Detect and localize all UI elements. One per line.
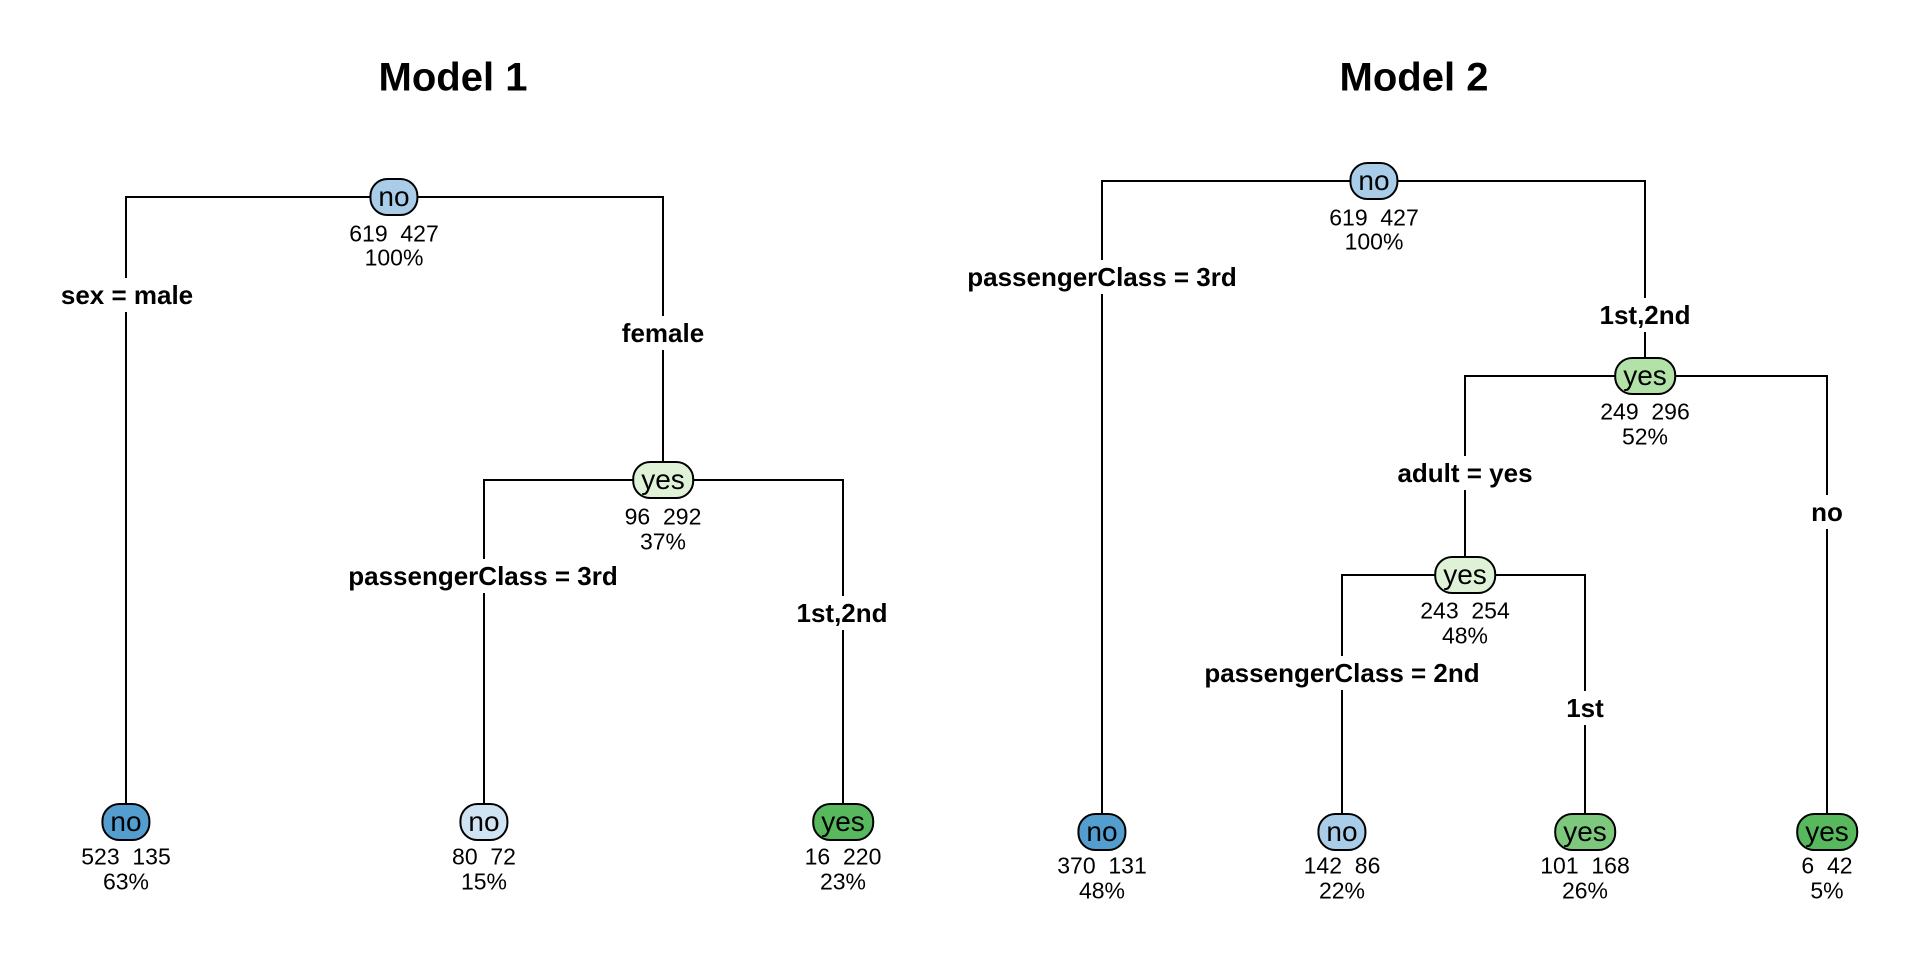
model2-internal-node-1st2nd-label: yes [1623, 360, 1667, 391]
model1-internal-node-percent: 37% [639, 528, 687, 555]
model1-leaf-female-1st2nd-percent: 23% [819, 868, 867, 895]
model1-leaf-female-1st2nd-label: yes [821, 806, 865, 837]
model2-root-node-counts: 619 427 [1329, 204, 1419, 231]
model2-split-label-class-2nd: passengerClass = 2nd [1196, 656, 1488, 690]
model1-root-node-counts: 619 427 [349, 220, 439, 247]
model1-leaf-male-label: no [110, 806, 142, 837]
model2-root-node-percent: 100% [1344, 228, 1404, 255]
model1-leaf-female-3rd-label: no [468, 806, 500, 837]
model1-internal-node-counts: 96 292 [624, 503, 702, 530]
model1-branches [125, 196, 844, 806]
model1-root-node-percent: 100% [364, 244, 424, 271]
model2-root-node-label: no [1358, 165, 1390, 196]
model1-internal-node: yes [632, 461, 694, 499]
model1-root-node-label: no [378, 181, 410, 212]
model1-internal-node-label: yes [641, 464, 685, 495]
model2-leaf-3rd-percent: 48% [1078, 877, 1126, 904]
model2-leaf-child-percent: 5% [1810, 877, 1844, 904]
model2-split-label-class-3rd: passengerClass = 3rd [959, 260, 1245, 294]
model2-leaf-1st-adult-label: yes [1563, 816, 1607, 847]
model2-internal-node-1st2nd-counts: 249 296 [1600, 398, 1690, 425]
model2-leaf-1st-adult-counts: 101 168 [1540, 852, 1630, 879]
model1-leaf-female-3rd: no [459, 803, 509, 841]
model2-internal-node-adult-counts: 243 254 [1420, 597, 1510, 624]
model2-internal-node-1st2nd-percent: 52% [1621, 423, 1669, 450]
model1-root-node: no [369, 178, 419, 216]
model2-root-node: no [1349, 162, 1399, 200]
model2-split-label-class-1st: 1st [1558, 691, 1612, 725]
model1-split-label-female: female [613, 316, 713, 350]
model1-leaf-female-1st2nd: yes [812, 803, 874, 841]
model2-internal-node-adult-percent: 48% [1441, 622, 1489, 649]
model2-leaf-child: yes [1796, 813, 1858, 851]
model2-split-label-class-1st2nd: 1st,2nd [1591, 298, 1699, 332]
model1-split-label-class-1st2nd: 1st,2nd [788, 596, 896, 630]
model2-leaf-3rd: no [1077, 813, 1127, 851]
model1-title: Model 1 [378, 55, 528, 100]
model2-title: Model 2 [1339, 55, 1489, 100]
model2-leaf-2nd-adult: no [1317, 813, 1367, 851]
model1-split-label-sex-male: sex = male [52, 278, 202, 312]
model1-leaf-male: no [101, 803, 151, 841]
model2-leaf-2nd-adult-percent: 22% [1318, 877, 1366, 904]
model1-split-label-class-3rd: passengerClass = 3rd [340, 559, 626, 593]
model1-root-branches [125, 196, 664, 806]
model2-leaf-1st-adult: yes [1554, 813, 1616, 851]
model2-split-label-adult-yes: adult = yes [1389, 456, 1541, 490]
model1-leaf-male-counts: 523 135 [81, 843, 171, 870]
model2-internal-node-adult: yes [1434, 556, 1496, 594]
model1-leaf-female-3rd-counts: 80 72 [452, 843, 516, 870]
model2-leaf-child-label: yes [1805, 816, 1849, 847]
model2-internal-node-adult-label: yes [1443, 559, 1487, 590]
model2-internal-node-1st2nd: yes [1614, 357, 1676, 395]
model1-leaf-female-1st2nd-counts: 16 220 [804, 843, 882, 870]
model2-leaf-1st-adult-percent: 26% [1561, 877, 1609, 904]
model1-leaf-male-percent: 63% [102, 868, 150, 895]
model2-leaf-child-counts: 6 42 [1801, 852, 1853, 879]
model2-split-label-adult-no: no [1803, 495, 1851, 529]
model2-leaf-3rd-counts: 370 131 [1057, 852, 1147, 879]
model2-leaf-2nd-adult-counts: 142 86 [1303, 852, 1381, 879]
model1-leaf-female-3rd-percent: 15% [460, 868, 508, 895]
model2-leaf-3rd-label: no [1086, 816, 1118, 847]
model2-leaf-2nd-adult-label: no [1326, 816, 1358, 847]
